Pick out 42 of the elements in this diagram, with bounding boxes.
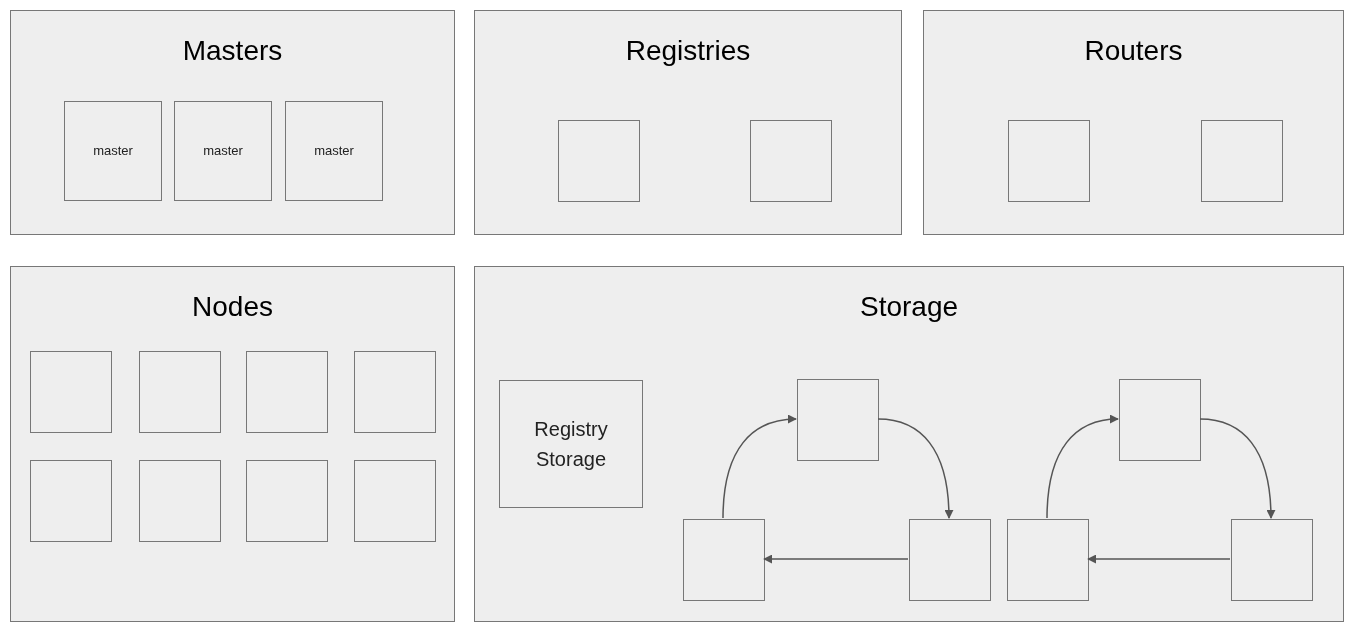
- empty-box: [750, 120, 832, 202]
- group-panel: [474, 10, 902, 235]
- empty-box: [139, 351, 221, 433]
- panel-title: Routers: [1083, 34, 1184, 68]
- arrow: [1087, 554, 1231, 564]
- component-box: [285, 101, 383, 201]
- box-label: master: [313, 143, 355, 159]
- panel-title: Storage: [858, 290, 960, 324]
- arrow: [722, 415, 797, 519]
- panel-title: Masters: [181, 34, 284, 68]
- empty-box: [1008, 120, 1090, 202]
- empty-box: [1119, 379, 1201, 461]
- box-label: Registry Storage: [533, 417, 609, 472]
- arrow: [763, 554, 909, 564]
- component-box: [174, 101, 272, 201]
- empty-box: [30, 351, 112, 433]
- panel-title: Nodes: [191, 290, 274, 324]
- panel-title: Registries: [624, 34, 752, 68]
- empty-box: [558, 120, 640, 202]
- group-panel: [10, 10, 455, 235]
- component-box: [64, 101, 162, 201]
- group-panel: [10, 266, 455, 622]
- empty-box: [1201, 120, 1283, 202]
- empty-box: [30, 460, 112, 542]
- empty-box: [1007, 519, 1089, 601]
- empty-box: [1231, 519, 1313, 601]
- empty-box: [909, 519, 991, 601]
- empty-box: [354, 351, 436, 433]
- arrow: [1199, 418, 1276, 519]
- arrow: [877, 418, 954, 519]
- arrow: [1046, 415, 1119, 519]
- empty-box: [797, 379, 879, 461]
- component-box: [499, 380, 643, 508]
- empty-box: [139, 460, 221, 542]
- empty-box: [354, 460, 436, 542]
- box-label: master: [92, 143, 134, 159]
- box-label: master: [202, 143, 244, 159]
- empty-box: [683, 519, 765, 601]
- group-panel: [474, 266, 1344, 622]
- empty-box: [246, 351, 328, 433]
- empty-box: [246, 460, 328, 542]
- group-panel: [923, 10, 1344, 235]
